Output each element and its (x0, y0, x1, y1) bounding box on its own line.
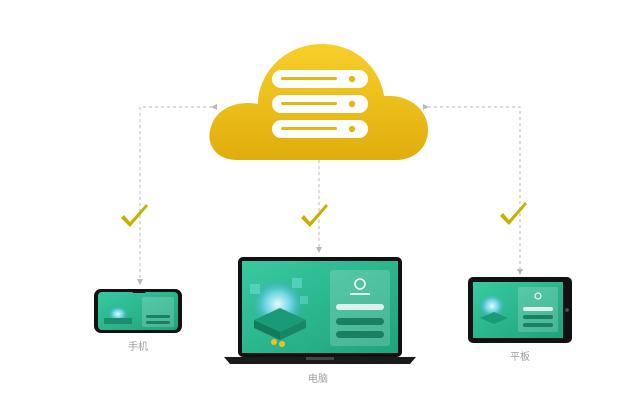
cloud-server-icon (209, 44, 428, 160)
connector-phone (137, 104, 217, 285)
connector-tablet (423, 104, 523, 275)
tablet-device (468, 277, 572, 343)
server-bars (272, 70, 368, 138)
checkmark-icon (121, 204, 148, 227)
phone-device (94, 289, 182, 333)
tablet-label: 平板 (510, 352, 530, 363)
laptop-device (224, 257, 416, 364)
laptop-label: 电脑 (308, 374, 328, 385)
checkmark-icon (500, 202, 527, 225)
checkmark-icon (301, 204, 328, 227)
connectors (137, 104, 523, 285)
checkmarks (121, 202, 527, 227)
phone-label: 手机 (128, 342, 148, 353)
